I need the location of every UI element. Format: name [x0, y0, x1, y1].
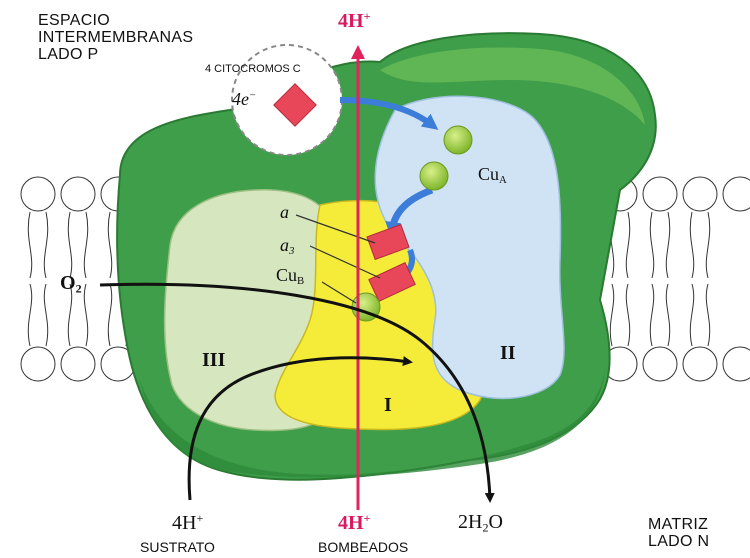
cua-sub: A	[499, 174, 507, 186]
p-side-line-2: INTERMEMBRANAS	[38, 29, 193, 46]
cua-copper-1	[444, 126, 472, 154]
oxygen-sub: 2	[76, 282, 82, 296]
p-side-line-3: LADO P	[38, 46, 193, 63]
electrons-label: 4e−	[232, 90, 256, 108]
heme-a3-sub: 3	[289, 245, 294, 257]
water-label: 2H2O	[458, 512, 503, 534]
subunit-ii-label: II	[500, 343, 516, 363]
n-side-label: MATRIZ LADO N	[648, 516, 709, 550]
substrate-protons-label: 4H+	[172, 512, 203, 533]
cub-text: Cu	[276, 265, 297, 285]
oxygen-label: O2	[60, 273, 82, 295]
n-side-line-2: LADO N	[648, 533, 709, 550]
cua-label: CuA	[478, 165, 507, 186]
cub-label: CuB	[276, 266, 304, 287]
cua-text: Cu	[478, 164, 499, 184]
heme-a3-label: a3	[280, 236, 294, 257]
electrons-text: 4e	[232, 89, 249, 109]
electrons-charge: −	[249, 90, 256, 102]
oxygen-text: O	[60, 272, 76, 294]
substrate-protons-text: 4H	[172, 512, 196, 534]
heme-a-label: a	[280, 203, 289, 221]
pumped-caption: BOMBEADOS	[318, 540, 408, 554]
p-side-label: ESPACIO INTERMEMBRANAS LADO P	[38, 12, 193, 63]
pumped-protons-text: 4H	[338, 512, 364, 534]
lipid-bilayer-right	[603, 177, 750, 381]
pumped-protons-charge: +	[364, 511, 371, 525]
substrate-caption: SUSTRATO	[140, 540, 215, 554]
cua-copper-2	[420, 162, 448, 190]
protons-top-label: 4H+	[338, 10, 370, 31]
substrate-protons-charge: +	[196, 511, 203, 525]
subunit-i-label: I	[384, 395, 392, 415]
protons-top-text: 4H	[338, 10, 364, 32]
water-prefix: 2H	[458, 511, 482, 533]
pumped-protons-label: 4H+	[338, 512, 370, 533]
p-side-line-1: ESPACIO	[38, 12, 193, 29]
subunit-iii-label: III	[202, 350, 225, 370]
protons-top-charge: +	[364, 9, 371, 23]
cytochrome-c-label: 4 CITOCROMOS C	[205, 64, 301, 75]
n-side-line-1: MATRIZ	[648, 516, 709, 533]
heme-a3-text: a	[280, 235, 289, 255]
cub-sub: B	[297, 275, 304, 287]
water-suffix: O	[488, 511, 502, 533]
